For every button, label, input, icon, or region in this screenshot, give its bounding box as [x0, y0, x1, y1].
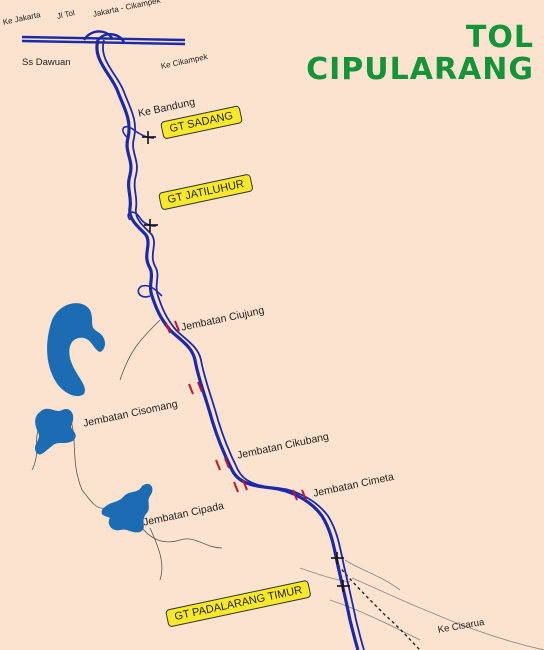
cipularang-toll-road: [95, 39, 365, 650]
lakes: [35, 303, 153, 533]
bridge-mark-ciujung: [165, 320, 180, 334]
bridge-mark-cisomang: [188, 381, 203, 395]
reservoir-north: [47, 303, 105, 397]
bridge-mark-cimeta: [292, 489, 307, 501]
reservoir-middle: [35, 408, 76, 455]
title-line-2: CIPULARANG: [306, 52, 534, 87]
title-line-1: TOL: [465, 20, 534, 55]
minor-roads: [299, 559, 544, 650]
bridge-marks: [165, 320, 307, 501]
gate-marks: [142, 131, 350, 592]
reservoir-south: [101, 483, 153, 533]
railway-line: [337, 564, 421, 650]
bridge-mark-cikubang: [215, 457, 230, 471]
bridge-mark-cipada: [233, 479, 248, 493]
label-ss-dawuan: Ss Dawuan: [22, 57, 71, 68]
